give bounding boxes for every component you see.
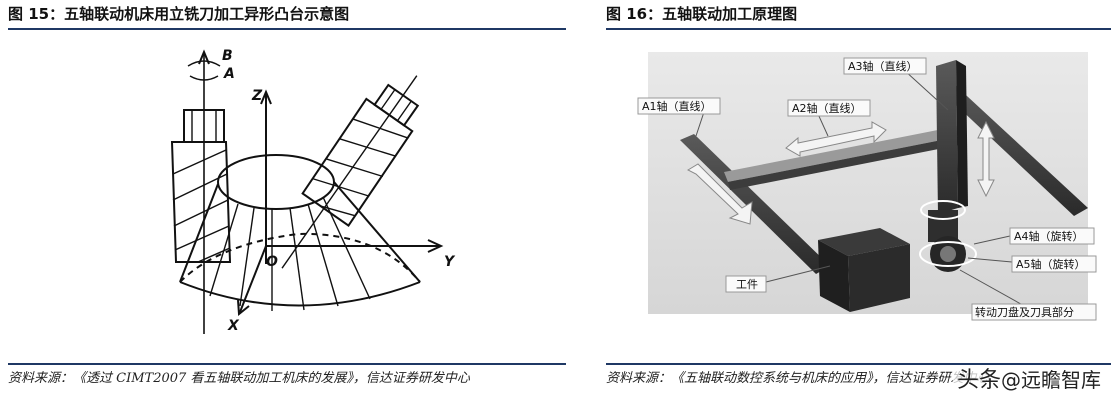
- workpiece-front: [818, 240, 850, 312]
- label-a5-axis: A5轴（旋转）: [1016, 257, 1086, 271]
- axis-label-b: B: [222, 48, 233, 64]
- principle-diagram-svg: A1轴（直线） A2轴（直线） A3轴（直线） A4轴（旋转） A5轴（旋转） …: [637, 52, 1097, 321]
- figure-16-title-rule: [606, 28, 1111, 30]
- figure-16-panel: 图 16：五轴联动加工原理图: [606, 0, 1111, 386]
- spindle-head: [928, 210, 958, 242]
- watermark-handle: @远瞻智库: [1001, 368, 1101, 392]
- workpiece-side: [848, 244, 910, 312]
- a-rotation-arc: [189, 75, 219, 81]
- figure-16-title: 图 16：五轴联动加工原理图: [606, 5, 798, 23]
- vertical-tool-arrow: [198, 49, 210, 65]
- watermark-prefix: 头条: [956, 368, 1001, 393]
- boss-left-edge: [179, 183, 219, 283]
- figure-15-title-rule: [8, 28, 566, 30]
- a1-rail: [680, 134, 830, 274]
- boss-right-edge: [333, 181, 421, 283]
- five-axis-milling-diagram: B A Z O Y X: [158, 34, 478, 348]
- figure-15-bottom-rule: [8, 363, 566, 365]
- motion-arrows: [686, 120, 995, 225]
- figure-15-panel: 图 15：五轴联动机床用立铣刀加工异形凸台示意图: [8, 0, 566, 386]
- five-axis-principle-diagram: A1轴（直线） A2轴（直线） A3轴（直线） A4轴（旋转） A5轴（旋转） …: [618, 40, 1106, 336]
- a5-rotation-ring: [919, 241, 977, 267]
- axis-label-a: A: [223, 66, 235, 82]
- tilted-tool-cutter: [301, 97, 414, 228]
- toutiao-watermark: 头条@远瞻智库: [952, 366, 1105, 395]
- axis-label-o: O: [266, 254, 278, 270]
- label-a3-axis: A3轴（直线）: [848, 59, 918, 73]
- a3-arrow: [977, 120, 995, 198]
- axis-label-x: X: [227, 318, 240, 334]
- z-axis-arrow: [260, 89, 272, 105]
- a1-arrow: [686, 163, 753, 225]
- label-spindle-tooling: 转动刀盘及刀具部分: [975, 305, 1074, 319]
- right-rail: [940, 84, 1088, 216]
- label-a1-axis: A1轴（直线）: [642, 99, 712, 113]
- figure-15-source: 资料来源：《透过 CIMT2007 看五轴联动加工机床的发展》，信达证券研发中心: [8, 371, 470, 386]
- a2-crossbeam: [724, 126, 962, 182]
- label-a2-axis: A2轴（直线）: [792, 101, 862, 115]
- vertical-tool-cutter: [170, 141, 232, 263]
- a3-column: [936, 60, 958, 214]
- figure-16-source: 资料来源：《五轴联动数控系统与机床的应用》，信达证券研发中心: [606, 371, 990, 386]
- y-axis-arrow: [427, 239, 444, 253]
- boss-ruled-lines: [209, 196, 371, 311]
- label-workpiece: 工件: [736, 278, 758, 291]
- figure-16-bottom-rule: [606, 363, 1111, 365]
- label-a4-axis: A4轴（旋转）: [1014, 229, 1084, 243]
- a2-arrow: [785, 121, 887, 157]
- tilted-tool: [281, 75, 420, 269]
- x-axis-arrow: [237, 299, 250, 316]
- boss-top-ellipse: [217, 154, 335, 210]
- boss-base-front: [179, 281, 421, 307]
- axis-label-y: Y: [444, 254, 456, 270]
- milling-diagram-svg: B A Z O Y X: [170, 48, 456, 334]
- workpiece-top: [818, 228, 910, 256]
- axis-label-z: Z: [251, 88, 263, 104]
- figure-15-title: 图 15：五轴联动机床用立铣刀加工异形凸台示意图: [8, 5, 350, 23]
- vertical-tool-flutes: [172, 149, 231, 263]
- b-rotation-arc: [187, 60, 221, 67]
- a4-rotation-ring: [920, 200, 966, 220]
